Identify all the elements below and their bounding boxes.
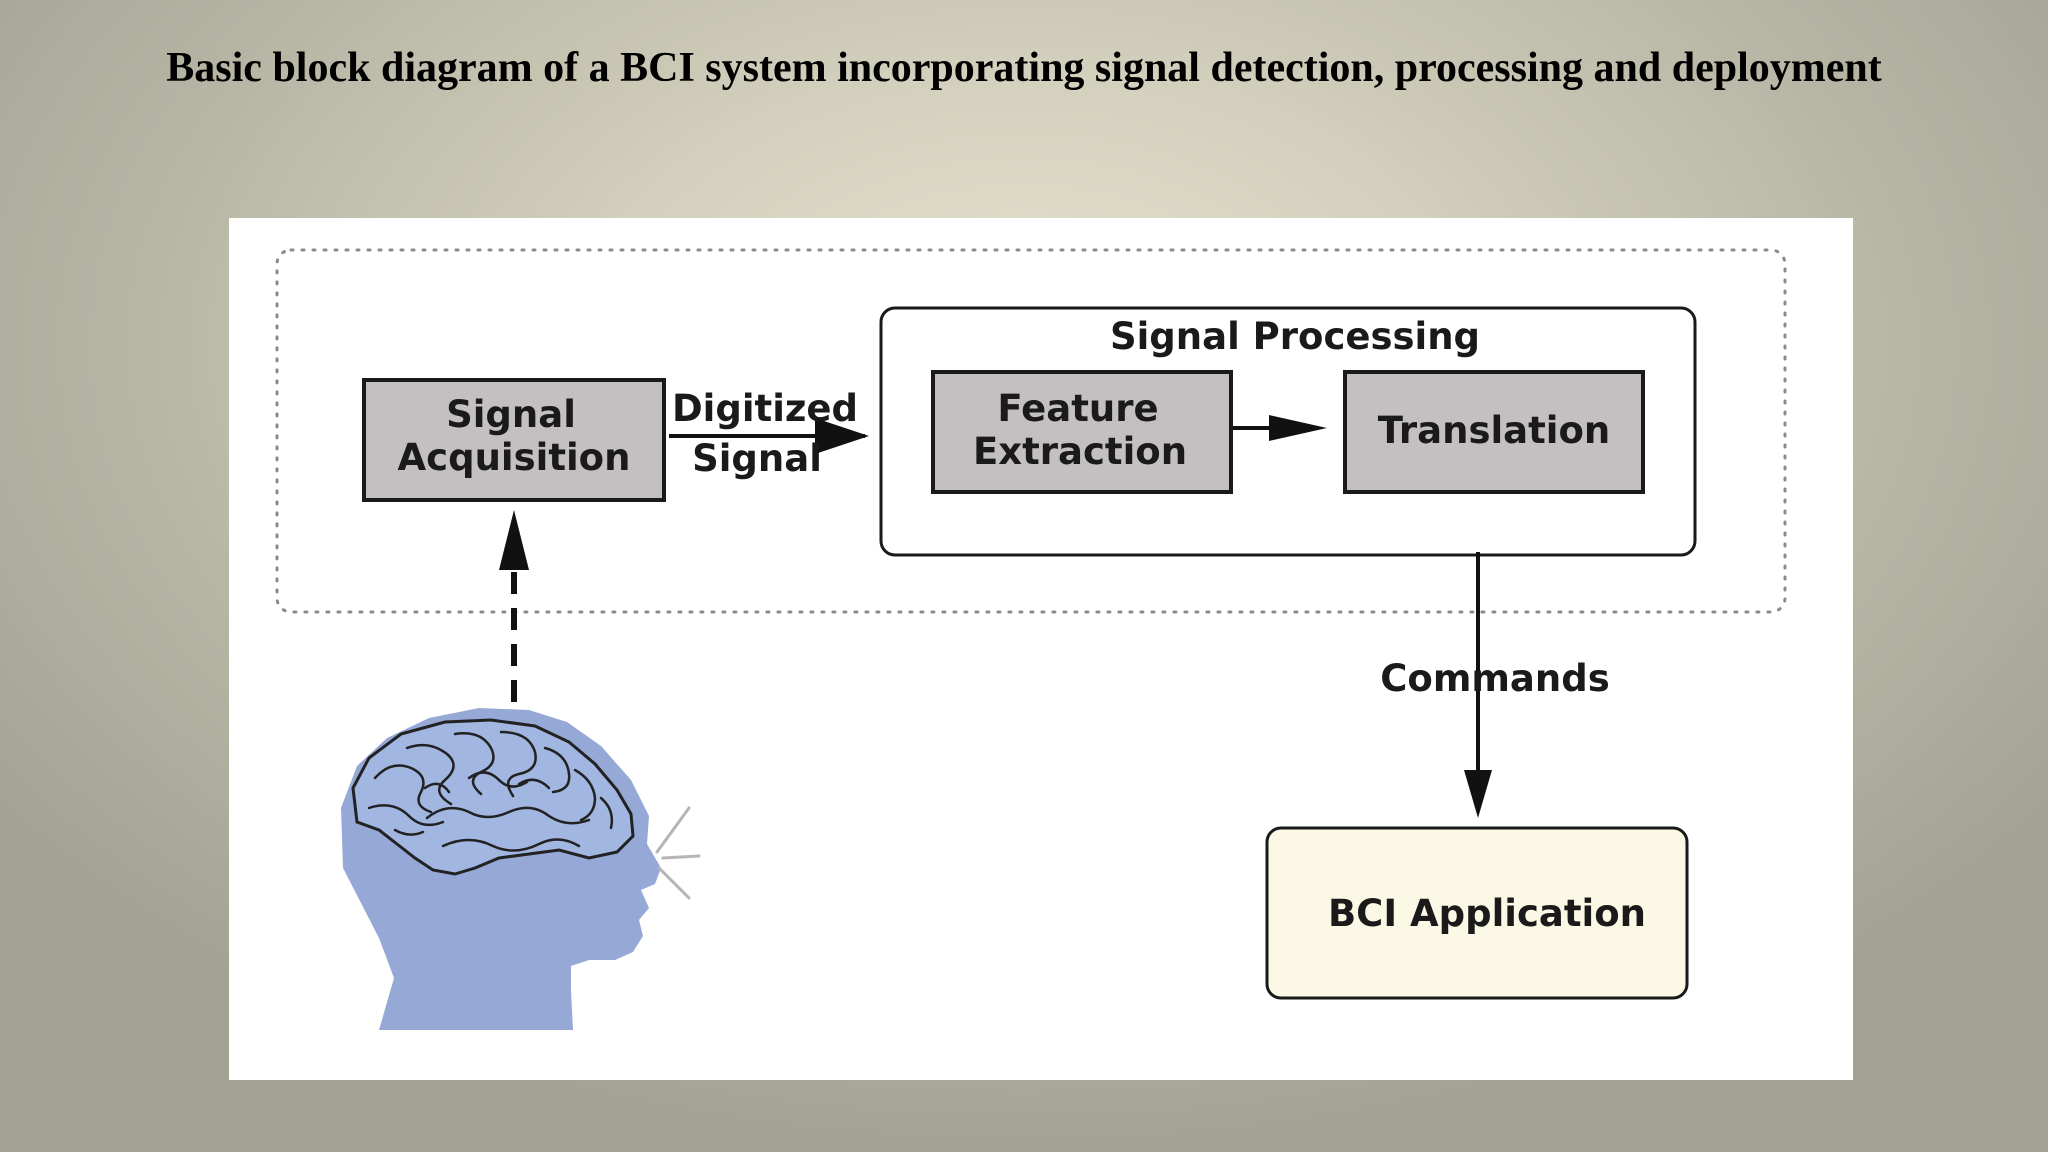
human-head-illustration bbox=[341, 708, 701, 1030]
feature-extraction-label-2: Extraction bbox=[973, 430, 1187, 473]
commands-label: Commands bbox=[1380, 657, 1610, 700]
feature-extraction-block: Feature Extraction bbox=[931, 370, 1233, 494]
digitized-signal-arrow: Digitized Signal bbox=[669, 387, 869, 480]
translation-label: Translation bbox=[1378, 409, 1611, 452]
signal-rays bbox=[655, 806, 701, 900]
brain-signal-arrow bbox=[499, 510, 529, 738]
signal-processing-title: Signal Processing bbox=[1110, 315, 1480, 358]
diagram-panel: Signal Acquisition Digitized Signal Sign… bbox=[229, 218, 1853, 1080]
bci-application-label: BCI Application bbox=[1328, 892, 1646, 935]
signal-acquisition-label-2: Acquisition bbox=[398, 436, 631, 479]
feature-extraction-label-1: Feature bbox=[997, 387, 1158, 430]
feature-to-translation-arrow bbox=[1233, 415, 1327, 441]
brain-folds bbox=[367, 730, 614, 852]
bci-block-diagram: Signal Acquisition Digitized Signal Sign… bbox=[275, 248, 1787, 1030]
digitized-signal-label-2: Signal bbox=[692, 437, 822, 480]
signal-acquisition-block: Signal Acquisition bbox=[362, 378, 666, 502]
slide-title: Basic block diagram of a BCI system inco… bbox=[166, 45, 1882, 91]
system-boundary bbox=[275, 248, 1787, 614]
translation-block: Translation bbox=[1343, 370, 1645, 494]
signal-acquisition-label-1: Signal bbox=[446, 393, 576, 436]
bci-application-block: BCI Application bbox=[1265, 826, 1689, 1000]
commands-arrow: Commands bbox=[1380, 552, 1610, 818]
digitized-signal-label-1: Digitized bbox=[672, 387, 858, 430]
